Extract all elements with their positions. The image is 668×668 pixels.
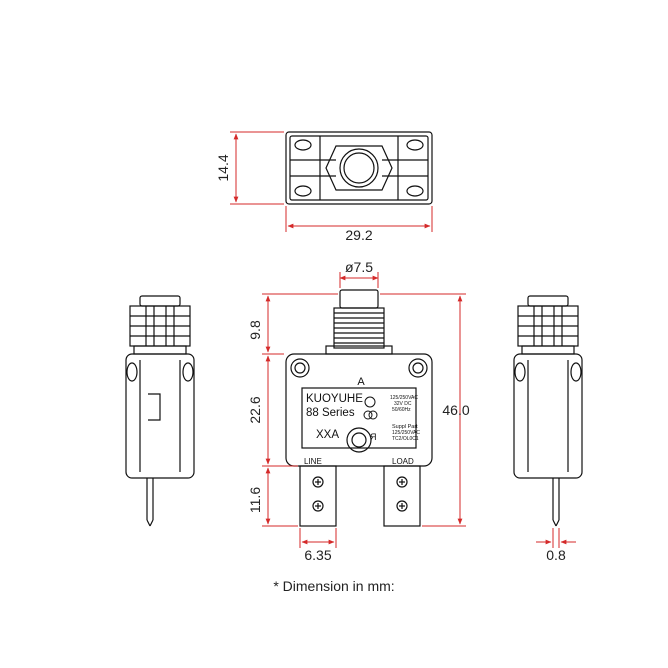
top-view: [285, 131, 433, 205]
terminal-thickness-dimension: 0.8: [546, 547, 566, 563]
terminal-label-load: LOAD: [392, 457, 414, 466]
brand-name: KUOYUHE: [306, 393, 363, 405]
rating-text: XXA: [316, 429, 339, 441]
current-mark: A: [357, 376, 365, 388]
left-side-view: [125, 295, 195, 527]
top-view-dimensions: [230, 131, 433, 232]
terminal-label-line: LINE: [304, 457, 322, 466]
terminal-height-dimension: 11.6: [247, 487, 263, 513]
right-side-view: [513, 295, 583, 527]
button-diameter-dimension: ø7.5: [345, 259, 373, 275]
overall-height-dimension: 46.0: [442, 402, 469, 418]
voltage-line-3: 50/60Hz: [392, 407, 411, 413]
front-view-dimensions: [262, 272, 466, 548]
front-view: [285, 289, 433, 527]
dimension-footnote: * Dimension in mm:: [273, 578, 395, 594]
supply-line-3: TC2/OL0C1: [392, 436, 419, 442]
top-width-dimension: 29.2: [345, 227, 372, 243]
ur-mark-icon: Я: [370, 432, 377, 442]
voltage-line-2: 32V DC: [394, 401, 412, 407]
top-height-dimension: 14.4: [215, 154, 231, 181]
side-view-dimensions: [536, 528, 576, 548]
body-height-dimension: 22.6: [247, 396, 263, 423]
voltage-line-1: 125/250VAC: [390, 395, 418, 401]
button-height-dimension: 9.8: [247, 320, 263, 340]
supply-line-1: Suppl Part: [392, 424, 418, 430]
series-name: 88 Series: [306, 407, 355, 419]
supply-line-2: 125/250VAC: [392, 430, 420, 436]
certification-icon: [363, 396, 378, 420]
terminal-width-dimension: 6.35: [304, 547, 331, 563]
